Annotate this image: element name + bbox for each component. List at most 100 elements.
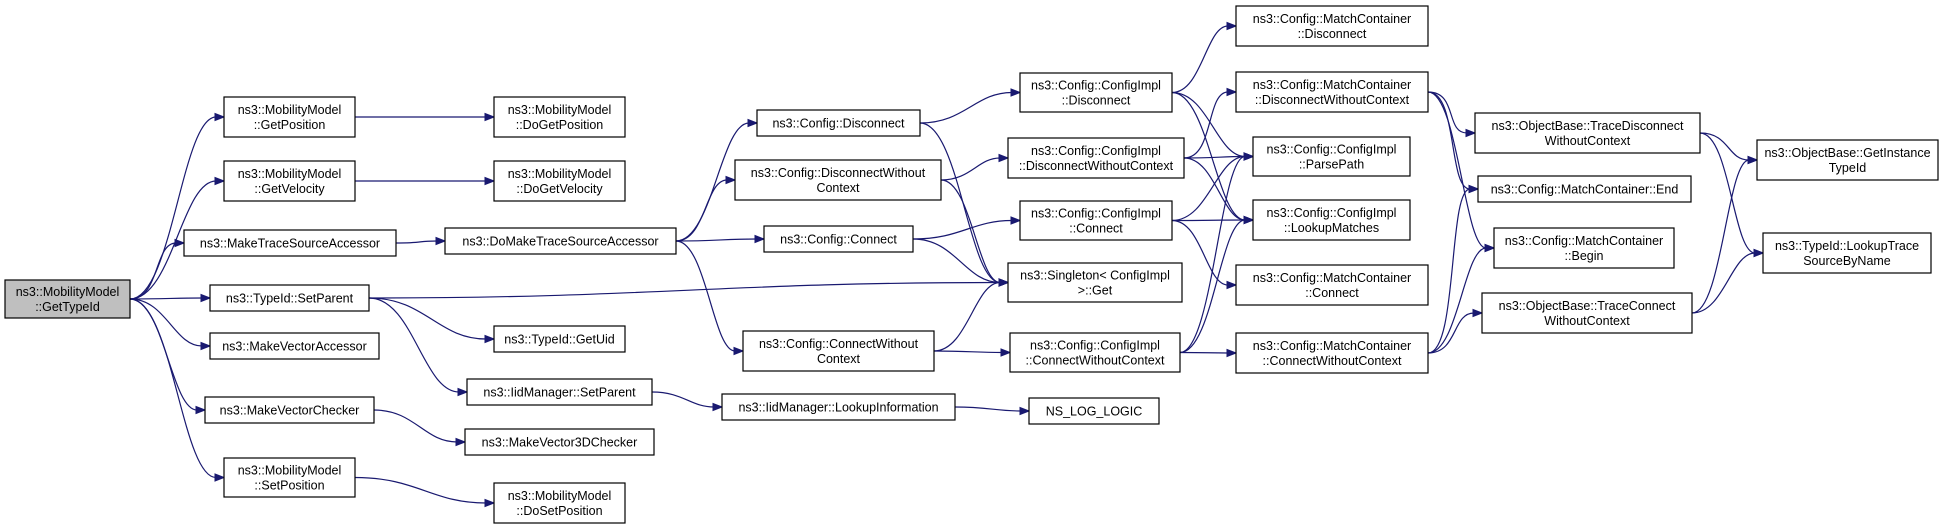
edge-getpos-to-dogetpos	[355, 112, 496, 122]
node-label: WithoutContext	[1544, 314, 1630, 328]
arrowhead-icon	[1747, 155, 1759, 165]
edge-line	[1183, 91, 1229, 159]
edge-line	[1179, 155, 1246, 354]
node-label: ns3::Config::ConfigImpl	[1031, 79, 1161, 93]
arrowhead-icon	[484, 498, 496, 508]
node-box	[734, 159, 942, 201]
node-mcEnd[interactable]: ns3::Config::MatchContainer::End	[1477, 175, 1692, 203]
node-parsepath[interactable]: ns3::Config::ConfigImpl::ParsePath	[1252, 136, 1411, 177]
node-implDiscWoc[interactable]: ns3::Config::ConfigImpl::DisconnectWitho…	[1007, 137, 1185, 179]
node-cfgdisc[interactable]: ns3::Config::Disconnect	[756, 109, 921, 137]
node-getvel[interactable]: ns3::MobilityModel::GetVelocity	[223, 160, 356, 202]
edge-root-to-setpos	[129, 298, 226, 482]
node-implConnWoc[interactable]: ns3::Config::ConfigImpl::ConnectWithoutC…	[1009, 332, 1181, 373]
node-dmtsa[interactable]: ns3::DoMakeTraceSourceAccessor	[444, 227, 677, 255]
node-box	[1252, 136, 1411, 177]
arrowhead-icon	[484, 334, 496, 344]
node-implConn[interactable]: ns3::Config::ConfigImpl::Connect	[1019, 200, 1173, 241]
node-box	[1009, 332, 1181, 373]
node-label: ::DoGetPosition	[516, 118, 604, 132]
node-mcDisc[interactable]: ns3::Config::MatchContainer::Disconnect	[1235, 5, 1429, 47]
arrowhead-icon	[457, 387, 469, 397]
edge-mvc-to-mv3d	[373, 409, 467, 447]
arrowhead-icon	[1019, 406, 1031, 416]
edge-line	[1427, 312, 1475, 354]
edge-line	[368, 297, 487, 340]
edge-root-to-mva	[129, 298, 212, 351]
edge-layer	[129, 21, 1765, 508]
node-getuid[interactable]: ns3::TypeId::GetUid	[493, 325, 626, 353]
edge-line	[954, 406, 1022, 412]
node-dogetpos[interactable]: ns3::MobilityModel::DoGetPosition	[493, 96, 626, 138]
node-label: ns3::MobilityModel	[238, 103, 342, 117]
arrowhead-icon	[1000, 348, 1012, 357]
edge-implConnWoc-to-mcConnWoc	[1179, 348, 1238, 358]
edge-root-to-setparent	[129, 293, 212, 303]
node-implDisc[interactable]: ns3::Config::ConfigImpl::Disconnect	[1019, 72, 1173, 113]
node-label: ns3::Config::DisconnectWithout	[751, 166, 926, 180]
edge-mcConnWoc-to-mcBegin	[1427, 243, 1496, 354]
node-mvc[interactable]: ns3::MakeVectorChecker	[204, 396, 375, 424]
node-mcDiscWoc[interactable]: ns3::Config::MatchContainer::DisconnectW…	[1235, 71, 1429, 113]
edge-line	[129, 298, 217, 479]
edge-line	[651, 391, 715, 408]
node-mva[interactable]: ns3::MakeVectorAccessor	[209, 332, 380, 360]
node-getpos[interactable]: ns3::MobilityModel::GetPosition	[223, 96, 356, 138]
node-iidlookup[interactable]: ns3::IidManager::LookupInformation	[721, 393, 956, 421]
node-label: ns3::Config::MatchContainer	[1253, 271, 1411, 285]
node-label: ::Disconnect	[1062, 94, 1131, 108]
node-label: ::GetPosition	[254, 118, 326, 132]
node-box	[1493, 227, 1675, 269]
node-mtsa[interactable]: ns3::MakeTraceSourceAccessor	[183, 229, 397, 257]
node-obTDWC[interactable]: ns3::ObjectBase::TraceDisconnectWithoutC…	[1474, 112, 1701, 154]
edge-line	[1171, 219, 1246, 222]
node-box	[1252, 199, 1411, 241]
edge-line	[1691, 159, 1750, 314]
arrowhead-icon	[1010, 88, 1022, 97]
edge-dmtsa-to-cfgdiscwoc	[675, 175, 737, 242]
edge-line	[1171, 91, 1246, 221]
edge-line	[373, 409, 458, 443]
node-layer: ns3::MobilityModel::GetTypeIdns3::Mobili…	[4, 5, 1939, 524]
node-root[interactable]: ns3::MobilityModel::GetTypeId	[4, 279, 131, 319]
edge-mcConnWoc-to-mcEnd	[1427, 184, 1480, 354]
arrowhead-icon	[455, 437, 467, 447]
node-label: ::Disconnect	[1298, 27, 1367, 41]
node-cfgdiscwoc[interactable]: ns3::Config::DisconnectWithoutContext	[734, 159, 942, 201]
node-cfgconn[interactable]: ns3::Config::Connect	[763, 225, 914, 253]
node-box	[1474, 112, 1701, 154]
node-label: ns3::MobilityModel	[508, 103, 612, 117]
node-singleton[interactable]: ns3::Singleton< ConfigImpl >::Get	[1007, 262, 1183, 303]
node-nslog[interactable]: NS_LOG_LOGIC	[1028, 397, 1160, 425]
arrowhead-icon	[998, 153, 1010, 163]
node-mcConn[interactable]: ns3::Config::MatchContainer::Connect	[1235, 264, 1429, 306]
node-cfgconnwoc[interactable]: ns3::Config::ConnectWithoutContext	[742, 330, 935, 372]
edge-line	[129, 298, 203, 347]
node-iidsetparent[interactable]: ns3::IidManager::SetParent	[466, 378, 653, 406]
edge-mcConnWoc-to-obTCWC	[1427, 308, 1484, 354]
edge-implConn-to-mcConn	[1171, 219, 1238, 290]
edge-line	[1699, 132, 1750, 161]
node-label: ::DoGetVelocity	[516, 182, 603, 196]
node-mcConnWoc[interactable]: ns3::Config::MatchContainer::ConnectWith…	[1235, 332, 1429, 374]
arrowhead-icon	[1226, 21, 1238, 31]
edge-line	[1427, 91, 1468, 134]
node-dogetvel[interactable]: ns3::MobilityModel::DoGetVelocity	[493, 160, 626, 202]
edge-line	[1427, 91, 1471, 190]
edge-implConnWoc-to-lookupmatches	[1179, 215, 1255, 354]
edge-implConnWoc-to-parsepath	[1179, 152, 1255, 354]
edge-line	[368, 297, 460, 393]
arrowhead-icon	[1753, 248, 1765, 258]
node-mv3d[interactable]: ns3::MakeVector3DChecker	[464, 428, 655, 456]
node-setpos[interactable]: ns3::MobilityModel::SetPosition	[223, 457, 356, 498]
node-obTCWC[interactable]: ns3::ObjectBase::TraceConnectWithoutCont…	[1481, 292, 1693, 334]
edge-line	[1171, 219, 1229, 286]
edge-mcDiscWoc-to-mcEnd	[1427, 91, 1480, 194]
node-box	[721, 393, 956, 421]
node-setparent[interactable]: ns3::TypeId::SetParent	[209, 284, 370, 312]
node-lookupmatches[interactable]: ns3::Config::ConfigImpl::LookupMatches	[1252, 199, 1411, 241]
node-dosetpos[interactable]: ns3::MobilityModel::DoSetPosition	[493, 482, 626, 524]
node-mcBegin[interactable]: ns3::Config::MatchContainer::Begin	[1493, 227, 1675, 269]
